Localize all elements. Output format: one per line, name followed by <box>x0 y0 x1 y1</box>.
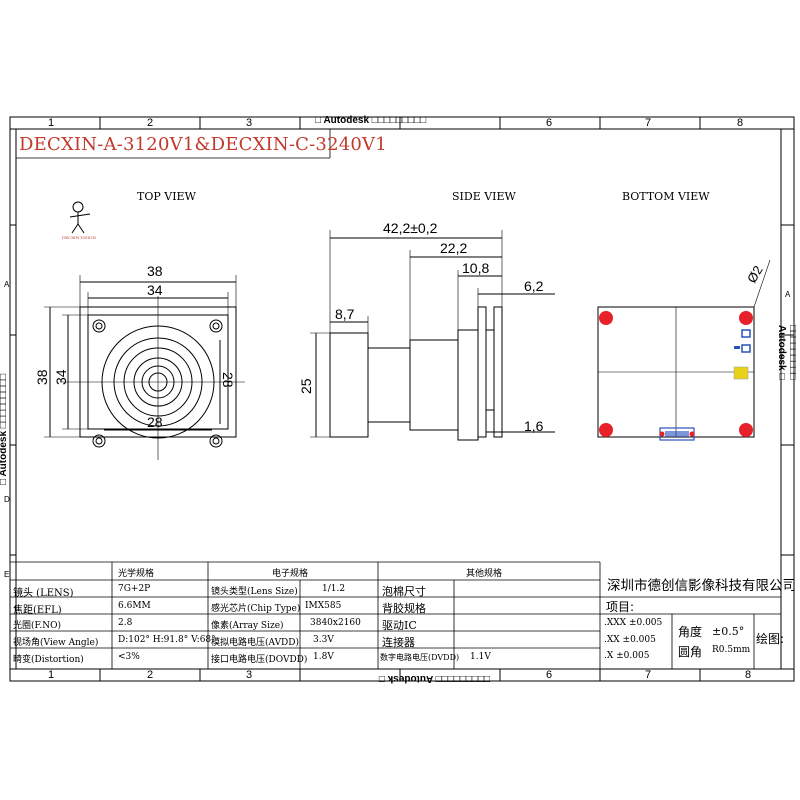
watermark-bottom: □□□□□□□□□ Autodesk □ <box>378 673 490 684</box>
column-label: 2 <box>147 669 154 681</box>
spec-value: 1/1.2 <box>322 584 346 594</box>
angle-label: 角度 <box>678 625 703 639</box>
spec-label: 镜头类型(Lens Size) <box>211 587 298 597</box>
spec-value: <3% <box>118 652 140 662</box>
dim-side-total: 42,2±0,2 <box>383 220 438 236</box>
dim-side-22: 22,2 <box>440 240 468 256</box>
watermark-right: □□□□□□□□□ Autodesk □ <box>776 325 798 380</box>
spec-label: 模拟电路电压(AVDD) <box>211 638 300 648</box>
spec-value: 7G+2P <box>118 584 151 594</box>
dim-side-10: 10,8 <box>462 260 490 276</box>
side-view-label: SIDE VIEW <box>452 190 516 203</box>
watermark-top: □ Autodesk □□□□□□□□□ <box>315 115 427 126</box>
column-label: 2 <box>147 117 154 129</box>
dim-side-6: 6,2 <box>524 278 544 294</box>
dim-top-width-outer: 38 <box>147 263 163 279</box>
column-label: 3 <box>246 669 253 681</box>
spec-value: 1.1V <box>470 652 491 662</box>
row-label: D <box>4 495 10 504</box>
logo-caption: DECXIN VISION <box>62 235 96 240</box>
top-view-drawing <box>44 275 245 460</box>
component-blue <box>741 329 751 338</box>
component-yellow <box>733 366 749 380</box>
component-blue <box>741 344 751 353</box>
spec-value: D:102° H:91.8° V:68° <box>118 635 216 645</box>
radius-value: R0.5mm <box>712 645 751 655</box>
dim-top-right-28: 28 <box>220 372 236 388</box>
spec-label: 感光芯片(Chip Type) <box>211 604 301 614</box>
pcb-components <box>659 329 751 441</box>
table-header-optical: 光学规格 <box>118 569 155 579</box>
logo-figure <box>69 201 91 234</box>
tolerance-xx: .XX ±0.005 <box>604 635 656 645</box>
dim-top-bottom-28: 28 <box>147 414 163 430</box>
spec-label: 连接器 <box>382 636 415 649</box>
column-label: 6 <box>546 669 553 681</box>
top-view-label: TOP VIEW <box>137 190 196 203</box>
column-ticks <box>99 117 701 681</box>
spec-label: 泡棉尺寸 <box>382 585 426 598</box>
bottom-view-drawing <box>597 259 771 438</box>
column-label: 1 <box>48 669 55 681</box>
table-header-electronic: 电子规格 <box>272 569 309 579</box>
row-label: E <box>4 570 10 579</box>
mounting-pad <box>599 423 613 437</box>
dim-top-height-outer: 38 <box>34 369 50 385</box>
side-view-drawing <box>310 230 555 441</box>
table-header-other: 其他规格 <box>466 569 503 579</box>
spec-value: 3.3V <box>313 635 334 645</box>
column-label: 7 <box>645 669 652 681</box>
spec-label: 光圈(F.NO) <box>13 621 61 631</box>
spec-label: 视场角(View Angle) <box>13 638 99 648</box>
drawing-label: 绘图: <box>756 632 785 646</box>
company-name: 深圳市德创信影像科技有限公司 <box>607 578 796 594</box>
tolerance-xxx: .XXX ±0.005 <box>604 618 663 628</box>
spec-table-lines <box>10 561 781 669</box>
bottom-view-label: BOTTOM VIEW <box>622 190 710 203</box>
spec-value: 1.8V <box>313 652 334 662</box>
column-label: 3 <box>246 117 253 129</box>
tolerance-x: .X ±0.005 <box>604 651 650 661</box>
dim-top-width-inner: 34 <box>147 282 163 298</box>
dim-top-height-inner: 34 <box>53 369 69 385</box>
spec-label: 驱动IC <box>382 619 417 632</box>
spec-label: 镜头 (LENS) <box>13 588 74 599</box>
column-label: 6 <box>546 117 553 129</box>
drawing-title: DECXIN-A-3120V1&DECXIN-C-3240V1 <box>19 134 387 155</box>
column-label: 1 <box>48 117 55 129</box>
spec-value: 3840x2160 <box>310 618 361 628</box>
spec-value: IMX585 <box>305 601 342 611</box>
spec-label: 背胶规格 <box>382 602 426 615</box>
mounting-pad <box>739 423 753 437</box>
dim-side-25: 25 <box>298 378 314 394</box>
mounting-pad <box>599 311 613 325</box>
spec-label: 接口电路电压(DOVDD) <box>211 655 308 665</box>
spec-value: 6.6MM <box>118 601 151 611</box>
column-label: 8 <box>745 669 752 681</box>
spec-label: 像素(Array Size) <box>211 621 284 631</box>
component-small <box>734 346 740 349</box>
drawing-border <box>9 116 795 682</box>
watermark-left: □ Autodesk □□□□□□□□□ <box>0 373 9 485</box>
column-label: 8 <box>737 117 744 129</box>
spec-value: 2.8 <box>118 618 133 628</box>
spec-label: 畸变(Distortion) <box>13 655 84 665</box>
row-label: A <box>4 280 10 289</box>
dim-side-8: 8,7 <box>335 306 355 322</box>
spec-label: 数字电路电压(DVDD) <box>380 653 460 662</box>
row-label: A <box>785 290 791 299</box>
mounting-pad <box>739 311 753 325</box>
angle-value: ±0.5° <box>712 625 745 638</box>
column-label: 7 <box>645 117 652 129</box>
dim-side-1: 1,6 <box>524 418 544 434</box>
spec-label: 焦距(EFL) <box>13 605 62 616</box>
project-label: 项目: <box>606 600 635 614</box>
row-ticks <box>10 224 794 556</box>
radius-label: 圆角 <box>678 645 703 659</box>
mounting-pad-marks <box>599 311 753 437</box>
